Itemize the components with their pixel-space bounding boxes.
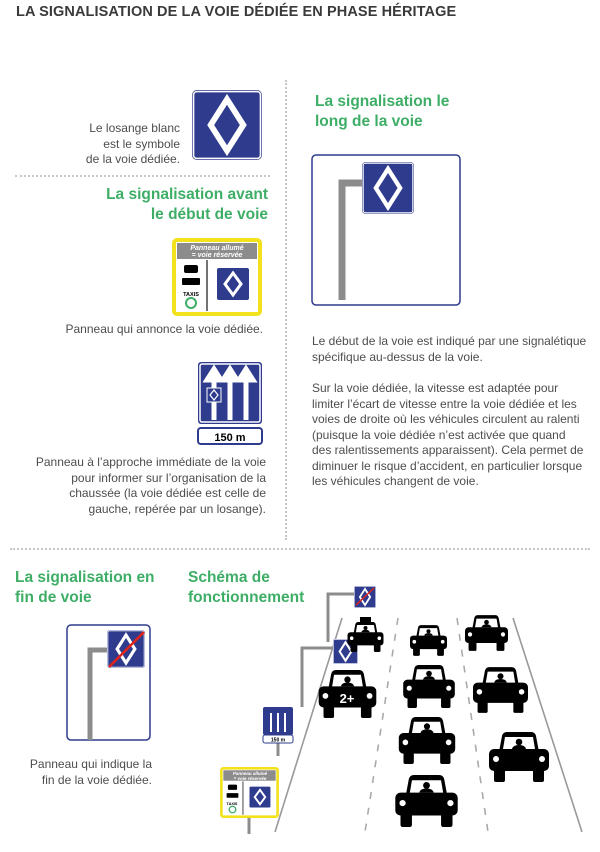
column-divider	[285, 80, 287, 540]
sign-pole	[300, 646, 335, 707]
long-paragraph-1: Le début de la voie est indiqué par une …	[312, 334, 587, 364]
losange-caption: Le losange blanc est le symbole de la vo…	[20, 121, 180, 168]
heading-line: Schéma de	[188, 569, 270, 586]
heading-line: long de la voie	[315, 113, 423, 130]
lane-marking	[456, 617, 489, 833]
section-heading-avant: La signalisation avant le début de voie	[8, 185, 268, 225]
car	[395, 775, 458, 827]
fin-caption: Panneau qui indique la fin de la voie dé…	[2, 757, 152, 788]
panel-header-line: Panneau allumé	[190, 245, 243, 252]
section-divider	[10, 548, 590, 550]
road-edge-right	[512, 617, 583, 833]
road-edge-left	[274, 617, 343, 833]
heading-line: La signalisation avant	[106, 186, 268, 203]
panel-header-line: Panneau allumé	[233, 771, 268, 776]
car	[473, 667, 528, 713]
taxis-label: TAXIS	[183, 292, 199, 298]
lane-marking	[364, 617, 399, 833]
distance-plate-small: 150 m	[271, 738, 286, 744]
distance-plate: 150 m	[214, 432, 245, 444]
lane-arrows-sign: 150 m	[197, 362, 263, 445]
sign-pole	[326, 592, 356, 642]
carpool-label: 2+	[340, 691, 355, 706]
panel-caption: Panneau qui annonce la voie dédiée.	[65, 322, 264, 336]
panel-header-line: = voie réservée	[192, 252, 243, 259]
overhead-lane-sign	[311, 154, 461, 306]
taxis-label: TAXIS	[227, 802, 238, 806]
caption-line: Le losange blanc	[89, 121, 180, 135]
heading-line: fonctionnement	[188, 589, 305, 606]
page-title: LA SIGNALISATION DE LA VOIE DÉDIÉE EN PH…	[16, 4, 457, 20]
long-paragraph-2: Sur la voie dédiée, la vitesse est adapt…	[312, 381, 584, 488]
caption-line: de la voie dédiée.	[85, 152, 180, 166]
section-heading-fin: La signalisation en fin de voie	[15, 568, 175, 608]
caption-line: fin de la voie dédiée.	[41, 772, 152, 787]
section-heading-long: La signalisation le long de la voie	[315, 92, 515, 132]
car	[489, 732, 549, 782]
heading-line: La signalisation en	[15, 569, 155, 586]
heading-line: fin de voie	[15, 589, 92, 606]
car	[465, 615, 508, 651]
carpool-car: 2+	[318, 670, 377, 718]
heading-line: le début de voie	[150, 206, 268, 223]
taxi-car	[347, 617, 384, 652]
end-of-lane-sign	[66, 624, 151, 741]
panel-header-line: = voie réservée	[234, 776, 267, 781]
road-diagram: 150 m Panneau allumé = voie réservée TAX…	[220, 586, 583, 834]
heading-line: La signalisation le	[315, 93, 450, 110]
car	[403, 665, 455, 708]
caption-line: Panneau qui indique la	[29, 757, 152, 771]
car	[410, 625, 447, 656]
section-heading-schema: Schéma de fonctionnement	[188, 568, 348, 608]
arrow-sign-caption: Panneau à l’approche immédiate de la voi…	[35, 455, 266, 516]
car	[398, 717, 456, 764]
section-divider	[15, 175, 270, 177]
caption-line: est le symbole	[103, 136, 180, 151]
end-slash	[355, 587, 375, 606]
lit-panel-sign: Panneau allumé = voie réservée TAXIS	[172, 238, 262, 316]
diamond-sign	[192, 90, 261, 159]
